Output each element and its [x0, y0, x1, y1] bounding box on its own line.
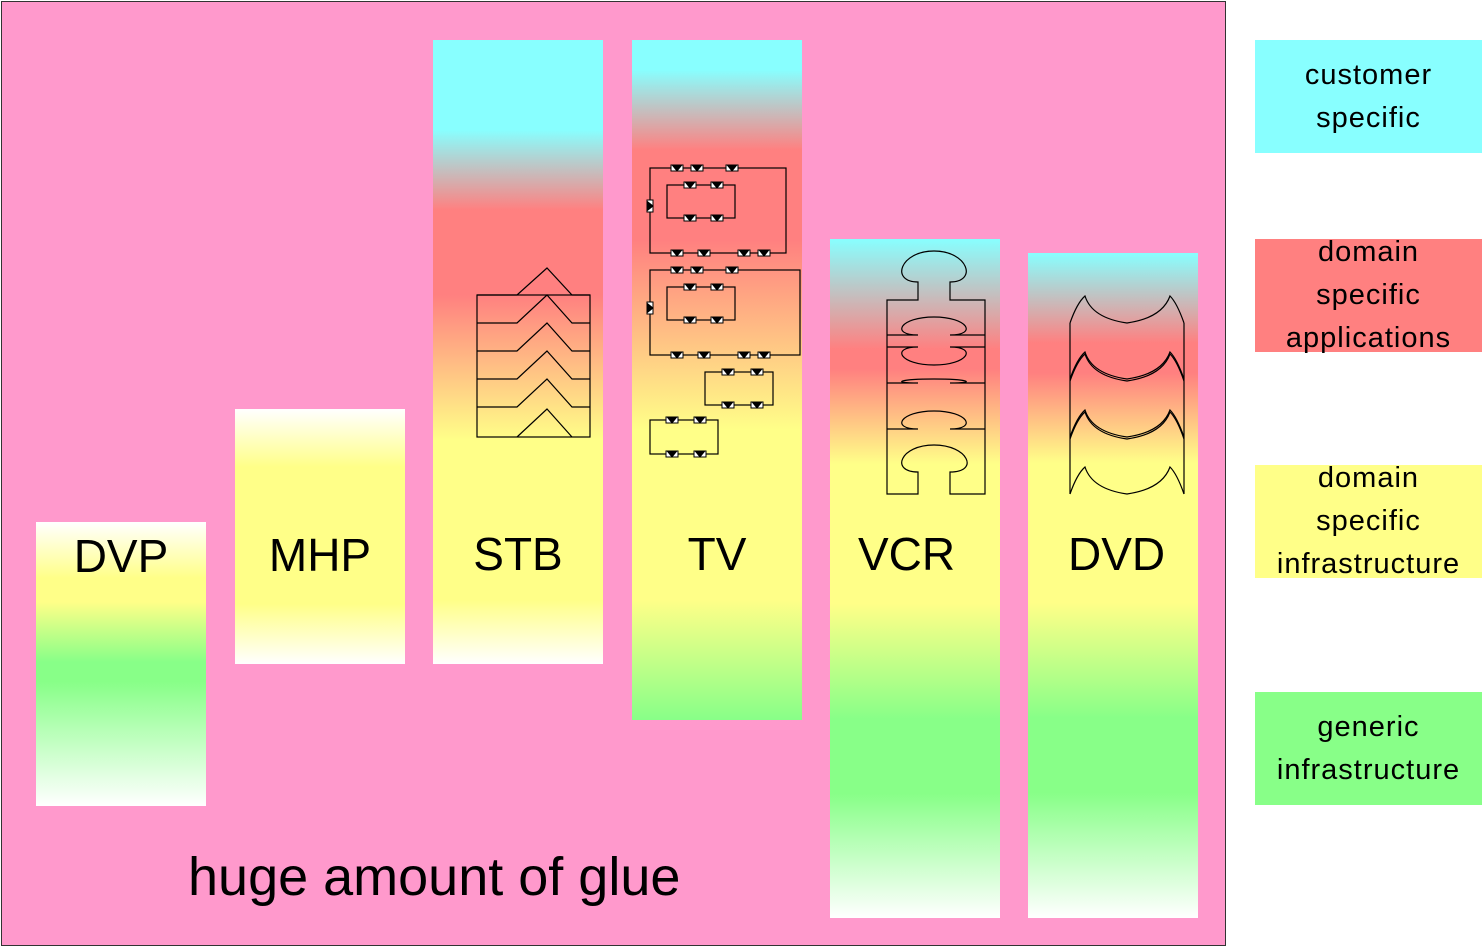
column-label-dvp: DVP [73, 530, 169, 582]
chevron-stack-pattern [476, 267, 591, 438]
connector-arrow [691, 267, 703, 274]
connector-arrow [666, 417, 678, 424]
legend-line: applications [1285, 322, 1452, 354]
connector-arrow [711, 317, 723, 324]
legend-line: domain [1317, 236, 1420, 268]
connector-arrow [698, 250, 710, 257]
connector-arrow [671, 165, 683, 172]
connector-arrow [711, 182, 723, 189]
connector-arrow [671, 267, 683, 274]
column-tv: TV [632, 40, 802, 720]
legend-line: generic [1317, 710, 1420, 743]
column-vcr: VCR [830, 239, 1000, 918]
column-label-vcr: VCR [858, 528, 956, 580]
legend-item: customer specific [1255, 40, 1482, 153]
connector-arrow [722, 402, 734, 409]
connector-arrow [691, 165, 703, 172]
column-label-mhp: MHP [268, 529, 372, 581]
connector-arrow [726, 267, 738, 274]
column-label-stb: STB [473, 528, 563, 580]
connector-arrow [647, 200, 654, 212]
legend-item: domain specific applications [1255, 236, 1482, 354]
column-label-tv: TV [687, 528, 747, 580]
connector-arrow [694, 451, 706, 458]
legend-line: specific [1316, 101, 1421, 134]
column-dvp: DVP [36, 522, 206, 806]
connector-arrow [711, 215, 723, 222]
connector-arrow [758, 352, 770, 359]
legend-line: customer [1304, 58, 1433, 91]
component-boxes-pattern [646, 164, 801, 458]
legend-line: domain [1317, 462, 1420, 494]
legend-text: domain specific infrastructure [1277, 457, 1460, 586]
connector-arrow [684, 182, 696, 189]
connector-arrow [684, 317, 696, 324]
legend-text: domain specific applications [1286, 231, 1451, 360]
connector-arrow [711, 284, 723, 291]
glue-label: huge amount of glue [188, 847, 681, 907]
column-mhp: MHP [235, 409, 405, 664]
legend-item: generic infrastructure [1255, 692, 1482, 805]
interlocking-pieces-pattern [886, 250, 986, 495]
connector-arrow [738, 250, 750, 257]
connector-arrow [671, 250, 683, 257]
legend-item: domain specific infrastructure [1255, 462, 1482, 580]
connector-arrow [722, 369, 734, 376]
connector-arrow [694, 417, 706, 424]
legend-text: customer specific [1305, 54, 1432, 140]
column-stb: STB [433, 40, 603, 664]
connector-markers [646, 164, 771, 458]
column-label-dvd: DVD [1068, 528, 1166, 580]
connector-arrow [751, 402, 763, 409]
connector-arrow [647, 302, 654, 314]
connector-arrow [671, 352, 683, 359]
connector-arrow [738, 352, 750, 359]
connector-arrow [684, 284, 696, 291]
wave-arcs-pattern [1069, 294, 1185, 495]
legend-line: infrastructure [1276, 548, 1461, 580]
connector-arrow [758, 250, 770, 257]
connector-arrow [666, 451, 678, 458]
legend-line: specific [1316, 279, 1421, 311]
connector-arrow [698, 352, 710, 359]
column-dvd: DVD [1028, 253, 1198, 918]
legend-text: generic infrastructure [1277, 706, 1460, 792]
legend-line: infrastructure [1276, 753, 1461, 786]
connector-arrow [751, 369, 763, 376]
connector-arrow [684, 215, 696, 222]
connector-arrow [726, 165, 738, 172]
legend-line: specific [1316, 505, 1421, 537]
